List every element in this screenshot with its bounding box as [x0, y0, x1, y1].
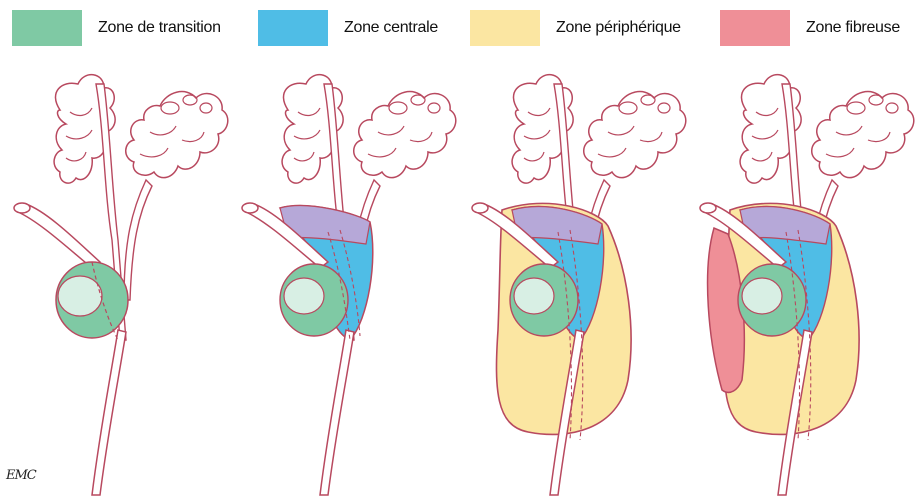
panel-centrale [242, 75, 456, 495]
panel-peripherique [472, 75, 686, 495]
panel-fibreuse [700, 75, 914, 495]
emc-logo: EMC [6, 468, 36, 483]
panel-transition [14, 75, 228, 495]
